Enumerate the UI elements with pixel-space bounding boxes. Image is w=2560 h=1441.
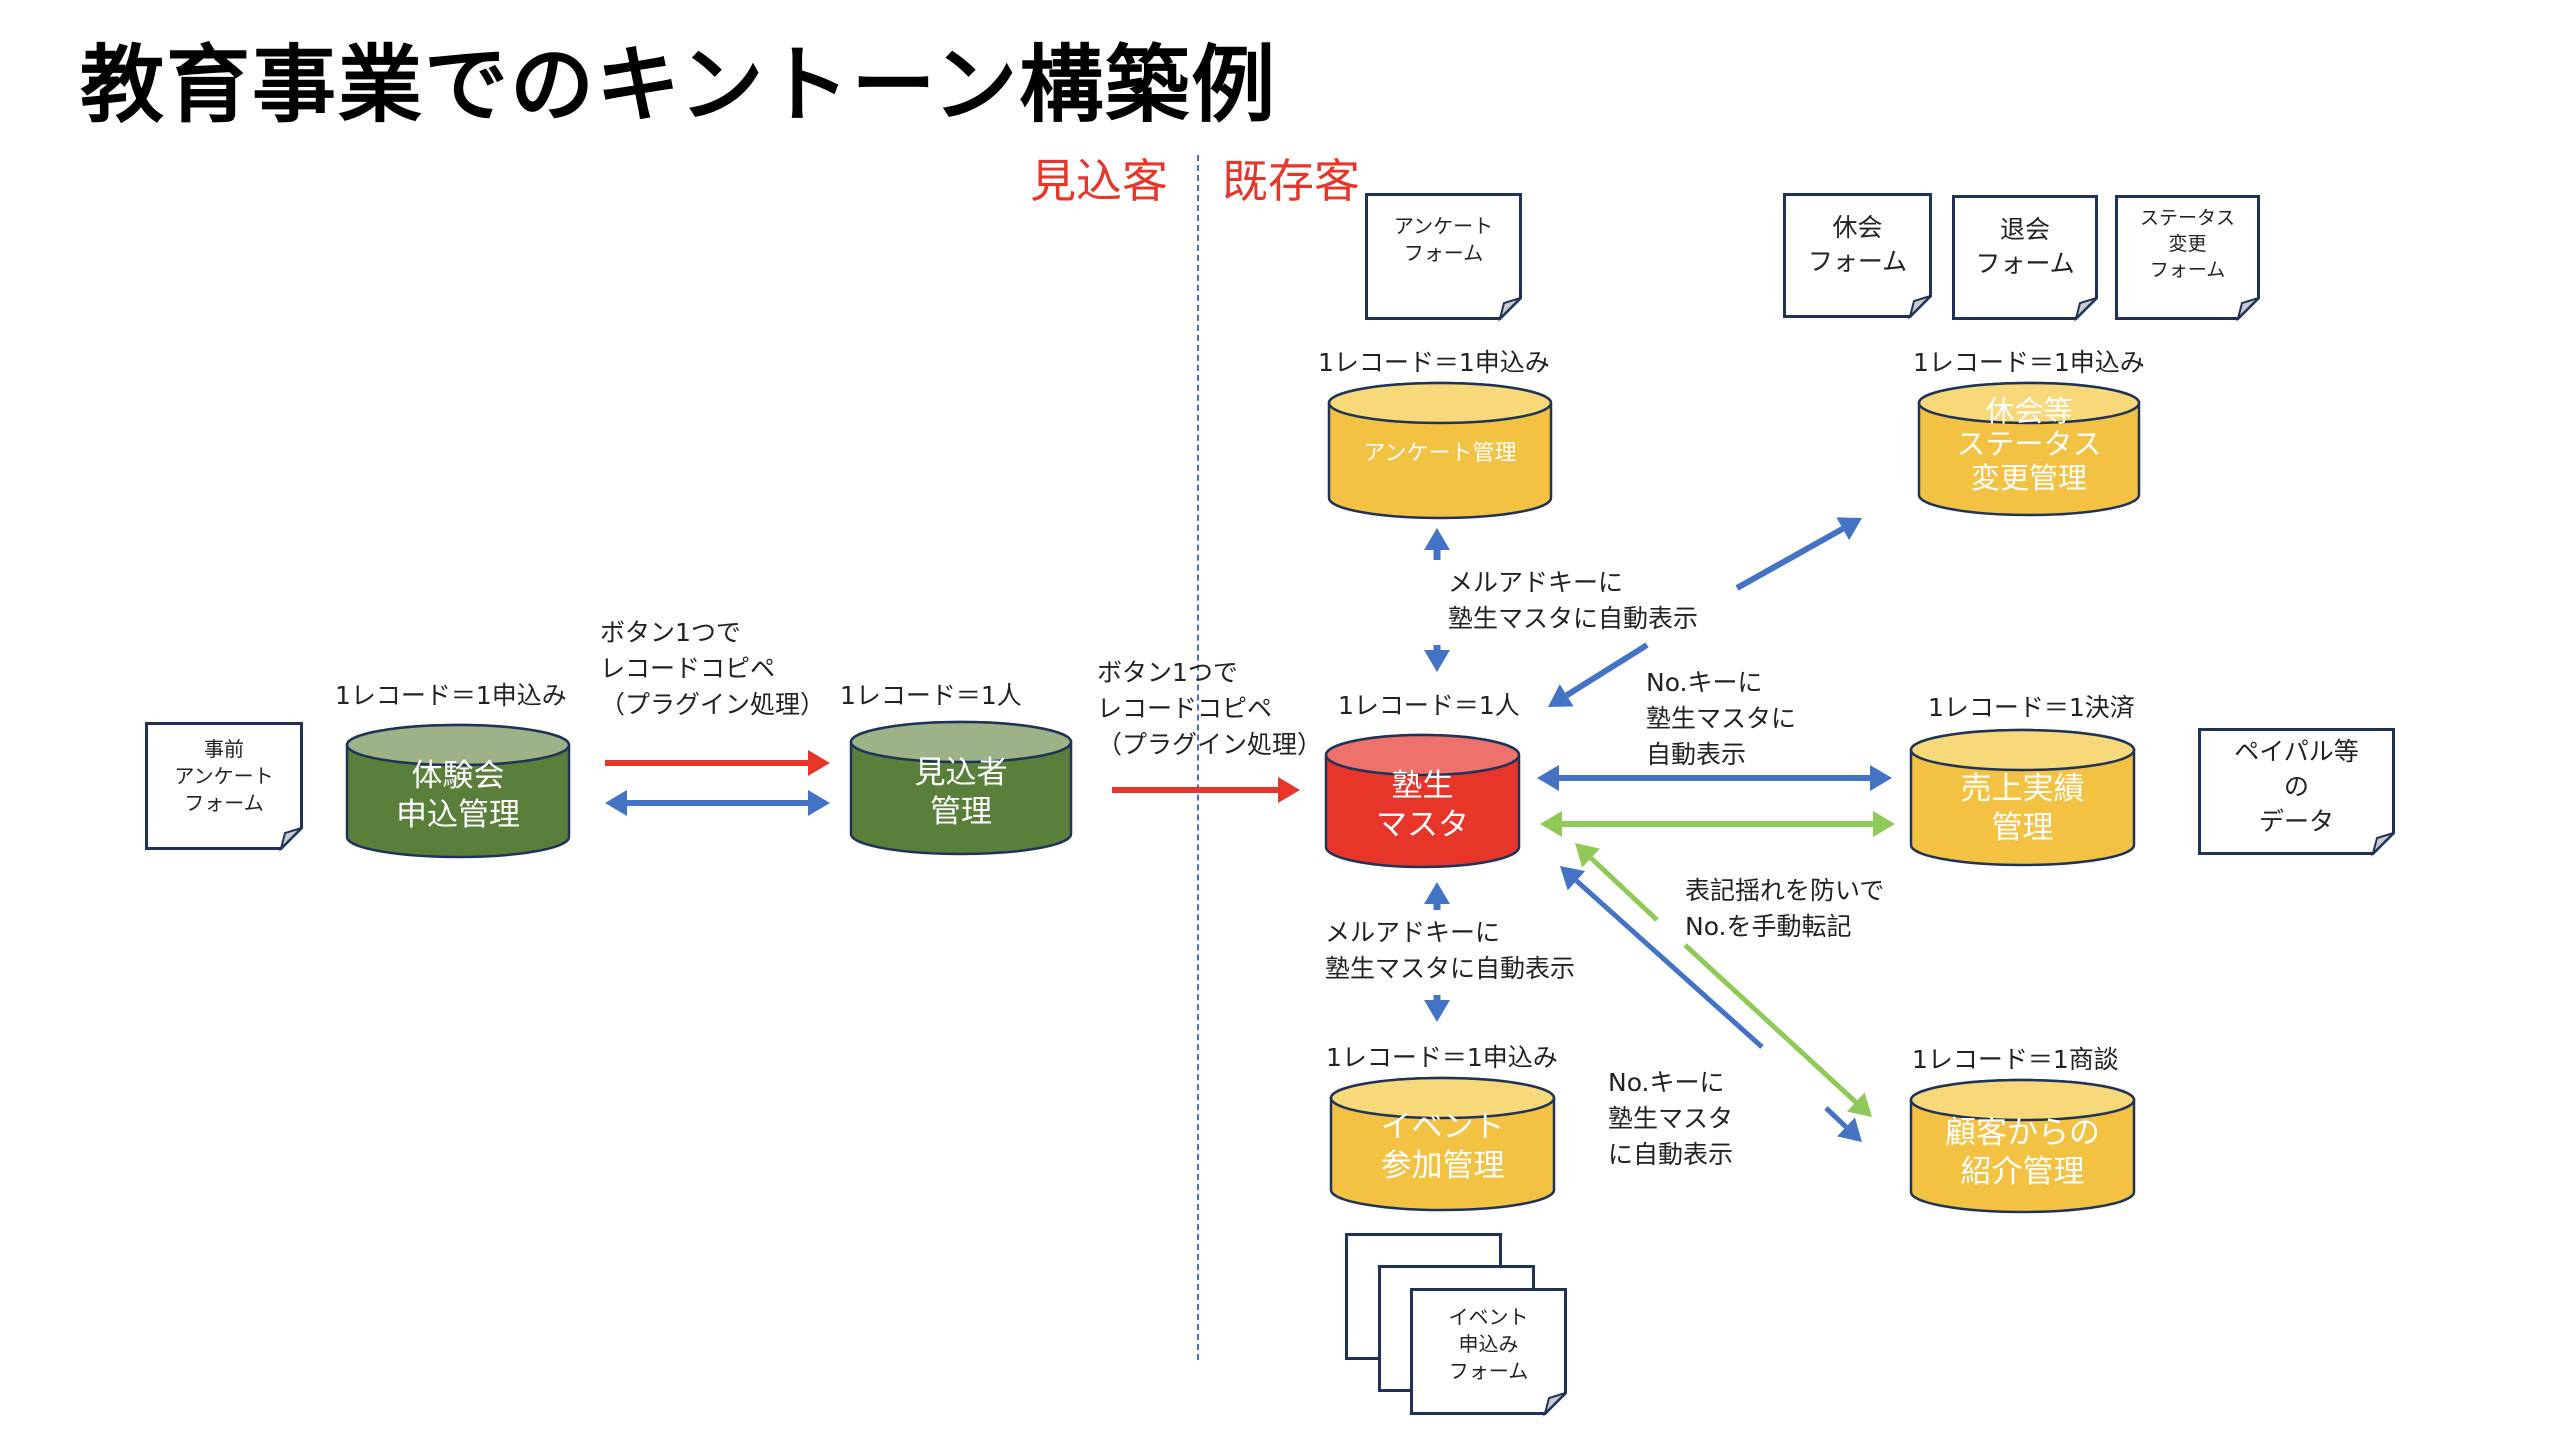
record-unit-label-prospect: 1レコード＝1人 [840,681,1022,710]
record-unit-label-sales: 1レコード＝1決済 [1928,693,2135,722]
document-shape [1410,1288,1567,1417]
arrow-copy-prospect-to-master [1112,777,1300,803]
form-label: 事前 アンケート フォーム [174,737,274,815]
form-status-change[interactable]: ステータス 変更 フォーム [2115,195,2260,322]
database-name: イベント 参加管理 [1380,1109,1505,1184]
document-shape [1783,193,1932,320]
segment-label-existing: 既存客 [1222,154,1360,208]
database-referral-management[interactable]: 顧客からの 紹介管理 [1909,1078,2136,1214]
cylinder-shape [1329,1076,1556,1212]
form-label: イベント 申込み フォーム [1448,1305,1529,1383]
database-name: 塾生 マスタ [1376,768,1469,843]
segment-label-prospect: 見込客 [1030,154,1168,208]
arrow-green-to-master [1575,843,1659,922]
database-name: 顧客からの 紹介管理 [1945,1115,2100,1190]
form-leave[interactable]: 休会 フォーム [1783,193,1932,320]
document-shape [1952,195,2098,322]
database-sales-results[interactable]: 売上実績 管理 [1909,728,2136,867]
record-unit-label-status: 1レコード＝1申込み [1913,348,2145,377]
database-trial-application[interactable]: 体験会 申込管理 [345,723,571,859]
form-paypal-data[interactable]: ペイパル等 の データ [2198,728,2395,857]
cylinder-shape [345,723,571,859]
database-prospect[interactable]: 見込者 管理 [849,720,1073,856]
arrow-blue-to-referral [1824,1106,1862,1142]
database-name: 体験会 申込管理 [396,758,520,833]
note-button-copy-1: ボタン1つで レコードコピペ （プラグイン処理） [600,618,826,719]
page-title: 教育事業でのキントーン構築例 [80,36,1278,134]
database-name: アンケート管理 [1363,441,1517,466]
record-unit-label-student-master: 1レコード＝1人 [1338,691,1520,720]
database-event-participation[interactable]: イベント 参加管理 [1329,1076,1556,1212]
record-unit-label-trial: 1レコード＝1申込み [335,681,567,710]
note-manual-no: 表記揺れを防いで No.を手動転記 [1685,876,1885,941]
arrow-from-status-to-master [1548,642,1649,707]
form-label: ペイパル等 の データ [2234,737,2359,836]
record-unit-label-survey: 1レコード＝1申込み [1318,348,1550,377]
note-mail-key-bottom: メルアドキーに 塾生マスタに自動表示 [1325,918,1576,983]
form-survey[interactable]: アンケート フォーム [1365,193,1522,322]
segment-divider [1197,155,1199,1360]
form-quit[interactable]: 退会 フォーム [1952,195,2098,322]
arrow-up-to-master-from-event [1424,882,1450,910]
form-event-apply[interactable]: イベント 申込み フォーム [1410,1288,1567,1417]
arrow-to-status-mgmt [1735,517,1862,591]
database-student-master[interactable]: 塾生 マスタ [1324,733,1521,869]
form-label: 退会 フォーム [1975,215,2075,278]
database-name: 休会等 ステータス 変更管理 [1956,394,2102,495]
note-no-key-sales: No.キーに 塾生マスタに 自動表示 [1646,668,1797,769]
form-label: 休会 フォーム [1807,213,1908,276]
cylinder-shape [1327,381,1553,520]
document-shape [1365,193,1522,322]
document-shape [145,722,303,852]
cylinder-shape [1917,381,2141,517]
note-no-key-referral: No.キーに 塾生マスタ に自動表示 [1608,1068,1734,1169]
document-shape [2198,728,2395,857]
note-mail-key-top: メルアドキーに 塾生マスタに自動表示 [1448,568,1699,633]
cylinder-shape [1909,728,2136,867]
record-unit-label-event: 1レコード＝1申込み [1326,1043,1558,1072]
arrow-copy-trial-to-prospect [605,750,830,776]
arrow-down-to-event [1424,995,1450,1022]
record-unit-label-referral: 1レコード＝1商談 [1912,1045,2119,1074]
cylinder-shape [1324,733,1521,869]
form-pre-survey[interactable]: 事前 アンケート フォーム [145,722,303,852]
arrow-sync-master-sales-green [1540,811,1895,837]
note-button-copy-2: ボタン1つで レコードコピペ （プラグイン処理） [1097,658,1323,759]
database-name: 見込者 管理 [914,755,1008,830]
database-name: 売上実績 管理 [1960,771,2085,846]
database-status-change-management[interactable]: 休会等 ステータス 変更管理 [1917,381,2141,517]
arrow-up-to-survey [1424,528,1450,560]
cylinder-shape [849,720,1073,856]
cylinder-shape [1909,1078,2136,1214]
arrow-sync-trial-prospect [605,790,830,816]
form-label: ステータス 変更 フォーム [2139,207,2235,281]
document-shape [2115,195,2260,322]
arrow-down-to-master-from-survey [1424,645,1450,672]
database-survey-management[interactable]: アンケート管理 [1327,381,1553,520]
form-label: アンケート フォーム [1393,214,1494,265]
